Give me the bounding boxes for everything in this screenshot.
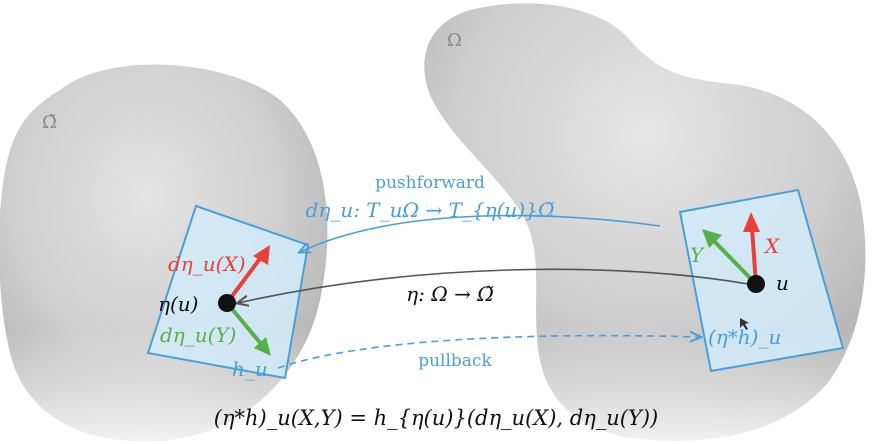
pullback-arrow	[277, 336, 700, 369]
pullback-formula: (η*h)_u(X,Y) = h_{η(u)}(dη_u(X), dη_u(Y)…	[214, 406, 659, 430]
y-vector	[711, 238, 758, 286]
d-eta-y-vector	[225, 301, 264, 347]
d-eta-x-label: dη_u(X)	[168, 252, 246, 276]
x-arrowhead	[743, 212, 760, 232]
d-eta-x-vector	[225, 254, 264, 305]
point-eta-u	[218, 294, 236, 312]
eta-u-label: η(u)	[158, 292, 198, 316]
point-u	[747, 275, 765, 293]
u-label: u	[776, 271, 789, 295]
mouse-cursor-icon	[740, 318, 749, 330]
d-eta-x-arrowhead	[253, 245, 270, 265]
pushforward-formula: dη_u: T_uΩ → T_{η(u)}Ω̃	[306, 198, 555, 222]
x-vector	[750, 227, 758, 285]
d-eta-y-label: dη_u(Y)	[160, 323, 236, 347]
pullback-metric-label: (η*h)_u	[708, 325, 781, 349]
eta-map-label: η: Ω → Ω̃	[406, 282, 494, 306]
omega-label: Ω	[447, 30, 462, 51]
omega-tilde-label: Ω̃	[42, 112, 57, 133]
eta-map-arrow	[238, 268, 749, 303]
x-label: X	[763, 234, 780, 258]
pushforward-label: pushforward	[375, 173, 485, 193]
y-arrowhead	[702, 229, 722, 248]
y-label: Y	[690, 243, 705, 267]
pushforward-arrow	[300, 214, 661, 252]
h-u-label: h_u	[232, 357, 268, 381]
pullback-label: pullback	[418, 351, 492, 371]
d-eta-y-arrowhead	[254, 337, 271, 356]
